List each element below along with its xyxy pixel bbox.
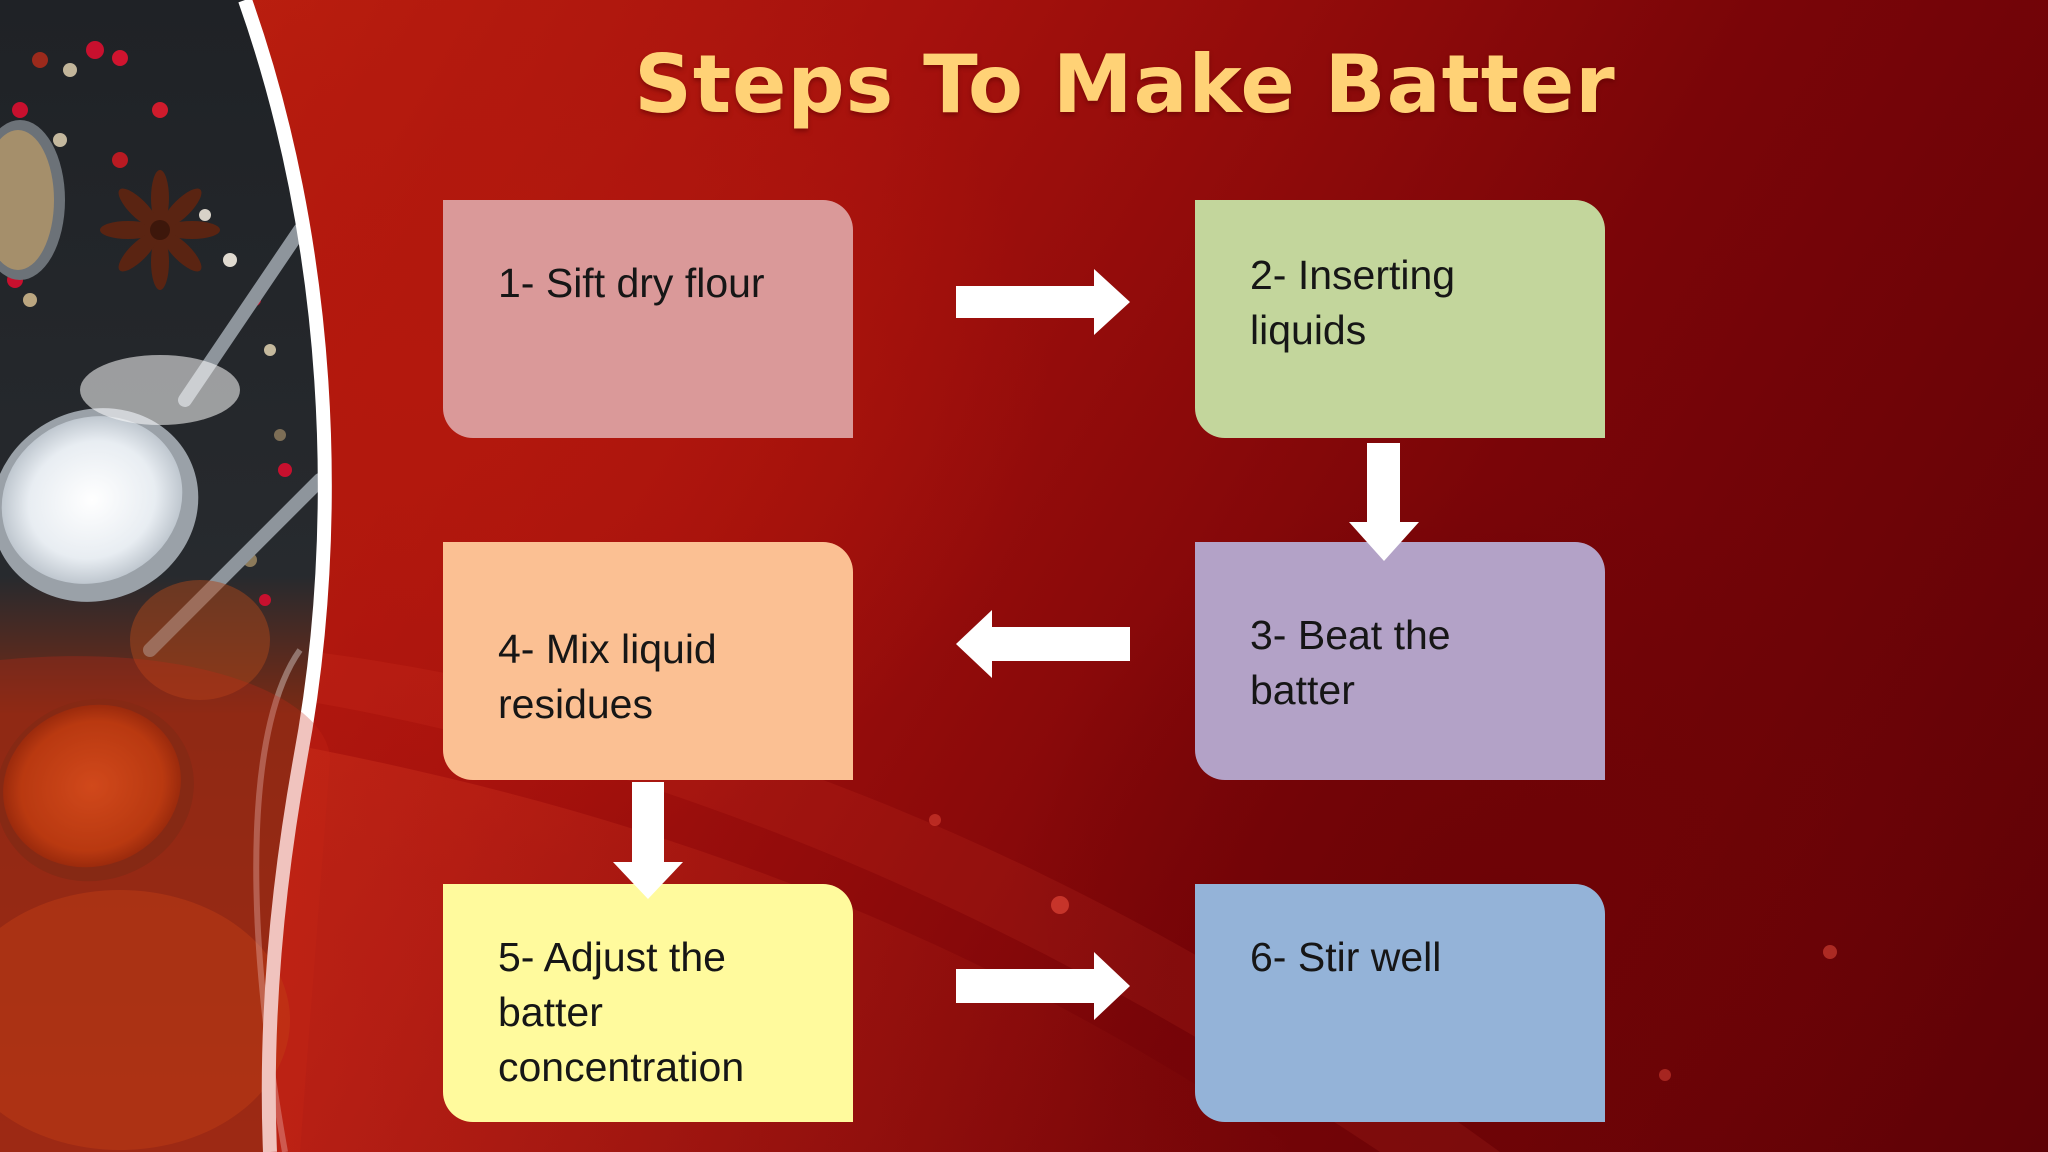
- page-title: Steps To Make Batter: [634, 38, 1616, 131]
- step-5-box: 5- Adjust the batter concentration: [443, 884, 853, 1122]
- arrow-down-icon: [613, 782, 683, 899]
- step-1-box: 1- Sift dry flour: [443, 200, 853, 438]
- arrow-left-icon: [956, 610, 1130, 678]
- step-1-label: 1- Sift dry flour: [498, 260, 765, 306]
- step-4-label: 4- Mix liquid residues: [498, 626, 717, 727]
- step-2-box: 2- Inserting liquids: [1195, 200, 1605, 438]
- step-6-label: 6- Stir well: [1250, 934, 1442, 980]
- arrow-right-icon: [956, 952, 1130, 1020]
- step-4-box: 4- Mix liquid residues: [443, 542, 853, 780]
- step-3-label: 3- Beat the batter: [1250, 612, 1451, 713]
- arrow-right-icon: [956, 269, 1130, 335]
- arrow-down-icon: [1349, 443, 1419, 561]
- step-6-box: 6- Stir well: [1195, 884, 1605, 1122]
- star-anise-decor: [100, 170, 220, 290]
- step-2-label: 2- Inserting liquids: [1250, 252, 1456, 353]
- step-5-label: 5- Adjust the batter concentration: [498, 934, 745, 1090]
- step-3-box: 3- Beat the batter: [1195, 542, 1605, 780]
